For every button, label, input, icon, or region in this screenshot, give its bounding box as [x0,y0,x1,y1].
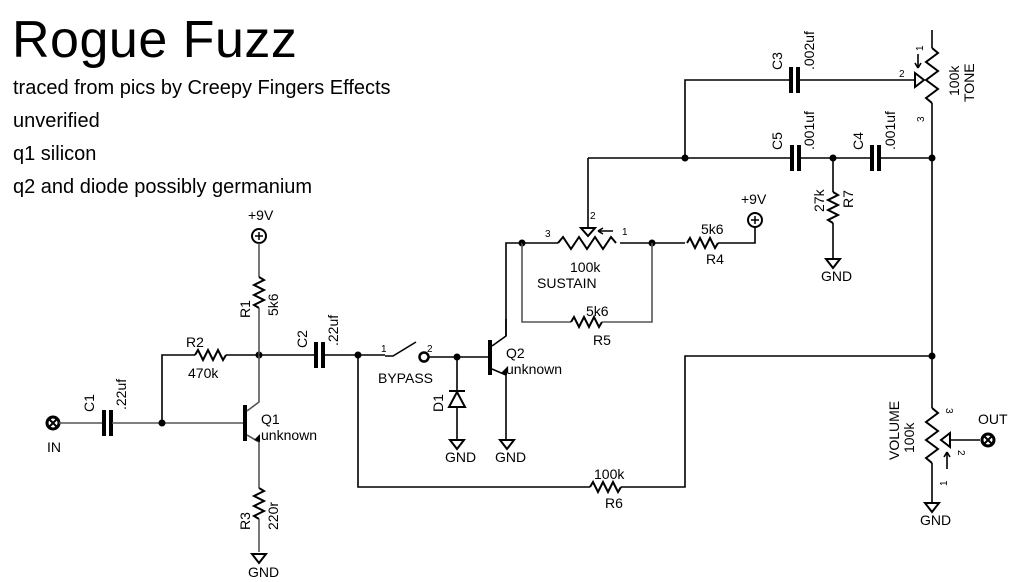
volume-pin3: 3 [943,408,954,414]
ground-label: GND [495,449,526,465]
wire [505,242,522,336]
r5-ref: R5 [593,332,611,348]
r6-value: 100k [594,466,625,482]
q1-value: unknown [261,427,317,443]
transistor-q1: Q1 unknown [243,398,317,480]
c1-value: .22uf [113,379,129,410]
input-terminal: IN [45,415,61,455]
wire [161,354,190,423]
potentiometer-volume: 3 2 1 VOLUME 100k [886,401,980,502]
r4-value: 5k6 [701,221,724,237]
bypass-label: BYPASS [378,370,433,386]
wire [357,355,590,488]
r3-value: 220r [265,502,281,530]
bypass-pin1: 1 [381,344,387,355]
q2-value: unknown [506,361,562,377]
resistor-r2: R2 470k [186,334,259,381]
input-label: IN [47,439,61,455]
sustain-pin3: 3 [545,229,551,240]
resistor-r5: 5k6 R5 [570,243,653,348]
supply-label: +9V [248,207,274,223]
tone-pin3: 3 [916,116,927,122]
volume-pin2: 2 [955,450,966,456]
resistor-r3: R3 220r [237,480,281,552]
sustain-pin2: 2 [590,211,596,222]
tone-pin2: 2 [899,69,905,80]
r1-ref: R1 [237,300,253,318]
q1-ref: Q1 [261,411,280,427]
volume-label: VOLUME [886,401,902,460]
resistor-r1: R1 5k6 [237,276,281,355]
tone-pin1: 1 [915,45,926,51]
c5-value: .001uf [801,111,817,150]
bypass-switch: 1 2 BYPASS [378,341,433,386]
r2-value: 470k [188,365,219,381]
sustain-value: 100k [570,259,601,275]
r7-ref: R7 [840,190,856,208]
c2-value: .22uf [325,315,341,346]
c2-ref: C2 [294,330,310,348]
r5-value: 5k6 [586,303,609,319]
r6-ref: R6 [605,495,623,511]
output-terminal: OUT [978,411,1008,448]
c3-ref: C3 [769,52,785,70]
resistor-r6: 100k R6 [589,355,932,511]
sustain-label: SUSTAIN [537,275,597,291]
r2-ref: R2 [186,334,204,350]
note-traced: traced from pics by Creepy Fingers Effec… [13,77,391,99]
c4-value: .001uf [882,111,898,150]
resistor-r7: 27k R7 [811,158,856,258]
ground-r7: GND [821,258,852,284]
wire [521,243,571,323]
r3-ref: R3 [237,512,253,530]
ground-q2: GND [495,439,526,465]
ground-label: GND [821,268,852,284]
c5-ref: C5 [769,132,785,150]
capacitor-c2: C2 .22uf [294,315,341,368]
d1-ref: D1 [430,394,446,412]
c1-ref: C1 [81,394,97,412]
output-label: OUT [978,411,1008,427]
r1-value: 5k6 [265,293,281,316]
diode-d1: D1 [430,357,467,440]
bypass-pin2: 2 [427,344,433,355]
potentiometer-sustain: 3 2 1 100k SUSTAIN [537,158,628,291]
supply-label: +9V [741,191,767,207]
ground-volume: GND [920,502,951,528]
volume-value: 100k [901,422,917,453]
ground-label: GND [248,564,279,580]
note-unverified: unverified [13,110,100,132]
ground-label: GND [445,449,476,465]
capacitor-c4: C4 .001uf [850,111,898,171]
note-q1: q1 silicon [13,143,97,165]
note-q2-diode: q2 and diode possibly germanium [13,176,313,198]
ground-q1: GND [248,553,279,580]
supply-9v-r4: +9V [741,191,767,228]
resistor-r4: 5k6 R4 [686,221,756,267]
r7-value: 27k [811,188,827,212]
ground-label: GND [920,512,951,528]
tone-value: 100k [946,65,962,96]
capacitor-c1: C1 .22uf [81,379,129,436]
transistor-q2: Q2 unknown [488,319,562,440]
capacitor-c5: C5 .001uf [769,111,817,171]
schematic-title: Rogue Fuzz [12,11,298,69]
c3-value: .002uf [801,31,817,70]
sustain-pin1: 1 [622,227,628,238]
tone-label: TONE [961,63,977,102]
capacitor-c3: C3 .002uf [769,31,817,93]
q2-ref: Q2 [506,345,525,361]
potentiometer-tone: 1 2 3 100k TONE [899,30,977,158]
r4-ref: R4 [706,251,724,267]
supply-9v-q1: +9V [248,207,274,244]
wire [684,79,790,158]
ground-d1: GND [445,439,476,465]
c4-ref: C4 [850,132,866,150]
volume-pin1: 1 [939,480,950,486]
